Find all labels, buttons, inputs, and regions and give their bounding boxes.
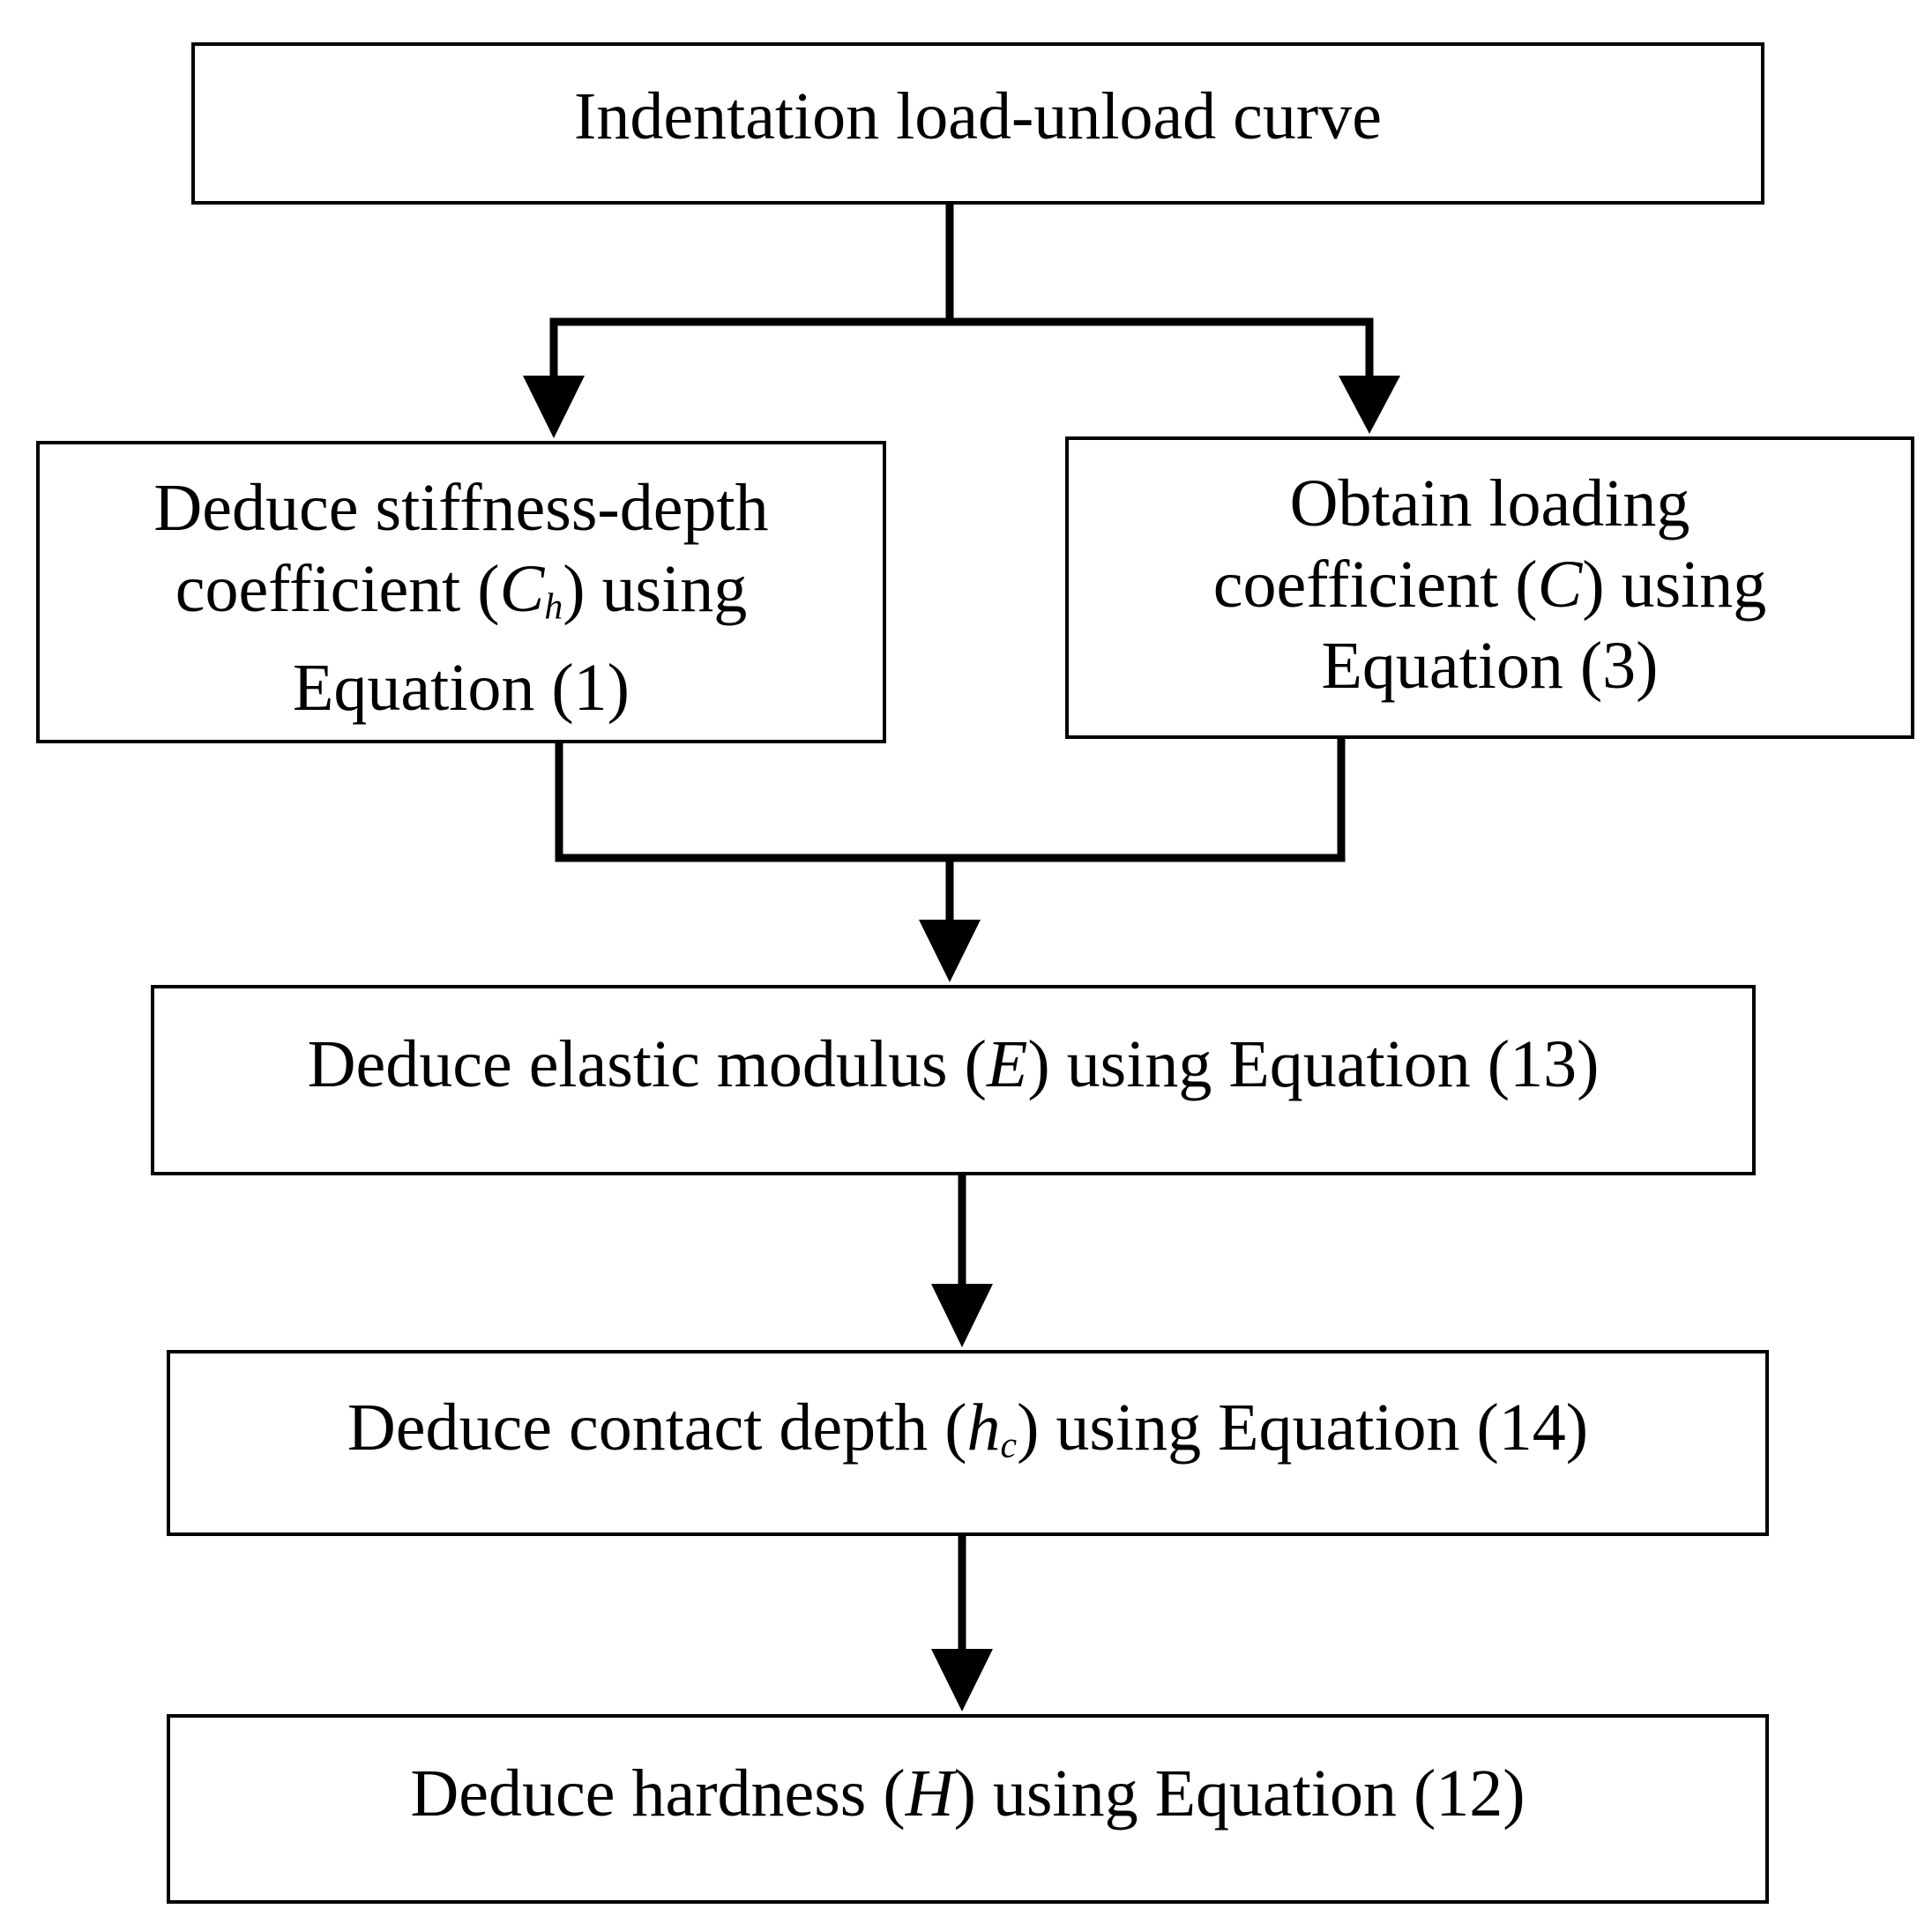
node-contact-pre: Deduce contact depth ( <box>347 1391 967 1465</box>
node-loading-line2-post: ) using <box>1582 548 1767 622</box>
node-elastic-label: Deduce elastic modulus (E) using Equatio… <box>154 1024 1752 1105</box>
symbol-C: C <box>499 552 545 626</box>
node-hardness-pre: Deduce hardness ( <box>410 1756 906 1831</box>
arrowhead-contact <box>931 1284 993 1347</box>
node-contact-depth: Deduce contact depth (hc) using Equation… <box>167 1350 1769 1536</box>
node-hardness-label: Deduce hardness (H) using Equation (12) <box>170 1753 1765 1834</box>
subscript-c: c <box>1000 1425 1018 1466</box>
symbol-C: C <box>1537 548 1583 622</box>
node-loading-line2: coefficient (C) using <box>1069 544 1911 625</box>
node-load-unload-label: Indentation load-unload curve <box>574 79 1382 153</box>
arrowhead-hardness <box>931 1649 993 1711</box>
edge-to-loading <box>950 317 1374 379</box>
node-loading-coefficient: Obtain loading coefficient (C) using Equ… <box>1065 436 1914 739</box>
node-stiffness-line2-pre: coefficient ( <box>175 552 500 626</box>
edge-to-stiffness <box>549 317 950 379</box>
node-hardness-post: ) using Equation (12) <box>953 1756 1525 1831</box>
node-stiffness-depth-coefficient: Deduce stiffness-depth coefficient (Ch) … <box>36 441 886 743</box>
node-elastic-pre: Deduce elastic modulus ( <box>307 1027 987 1101</box>
symbol-H: H <box>905 1756 954 1831</box>
symbol-E: E <box>986 1027 1028 1101</box>
node-loading-line1: Obtain loading <box>1289 466 1690 541</box>
arrowhead-elastic <box>919 920 981 982</box>
node-stiffness-line3: Equation (1) <box>292 651 630 726</box>
node-elastic-modulus: Deduce elastic modulus (E) using Equatio… <box>151 985 1756 1175</box>
node-load-unload-curve: Indentation load-unload curve <box>191 42 1764 205</box>
node-elastic-post: ) using Equation (13) <box>1027 1027 1600 1101</box>
node-stiffness-line1: Deduce stiffness-depth <box>153 471 769 545</box>
node-hardness: Deduce hardness (H) using Equation (12) <box>167 1714 1769 1904</box>
node-stiffness-line2: coefficient (Ch) using <box>40 548 883 647</box>
subscript-h: h <box>544 586 563 628</box>
edge-stiffness-merge <box>555 739 1346 862</box>
node-contact-label: Deduce contact depth (hc) using Equation… <box>170 1387 1765 1486</box>
node-stiffness-line2-post: ) using <box>563 552 748 626</box>
node-loading-line2-pre: coefficient ( <box>1212 548 1538 622</box>
node-contact-post: ) using Equation (14) <box>1017 1391 1589 1465</box>
node-loading-line3: Equation (3) <box>1321 629 1659 703</box>
arrowhead-loading <box>1339 376 1400 434</box>
arrowhead-stiffness <box>523 376 585 438</box>
symbol-h: h <box>966 1391 1001 1465</box>
